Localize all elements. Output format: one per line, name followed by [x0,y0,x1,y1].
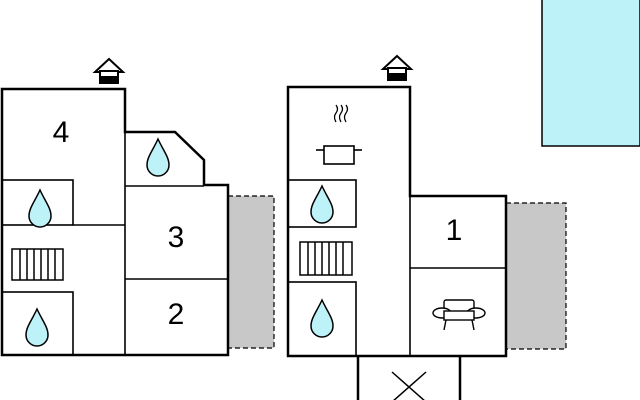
left-floor: 4 3 2 [0,57,230,357]
radiator-icon [11,248,64,281]
room-number-4: 4 [53,116,70,149]
crossed-box-icon [356,356,462,400]
bathroom-upper [287,179,357,228]
chimney-entrance-icon [92,57,126,84]
terrace-right [505,202,567,350]
right-floor: 1 [286,54,508,400]
water-drop-icon [28,188,52,228]
cooking-pot-icon [316,104,362,165]
room-number-2: 2 [168,298,185,331]
water-drop-icon [310,298,334,338]
room-number-1: 1 [446,214,463,247]
sofa-icon [432,299,486,331]
room-number-3: 3 [168,221,185,254]
left-floor-outline [0,87,230,357]
bathroom-lower [287,281,357,357]
pool [541,0,640,147]
water-drop-icon [25,307,49,347]
chimney-entrance-icon [380,54,414,81]
radiator-icon [299,241,353,276]
bathroom-lower [1,291,74,356]
water-drop-icon [146,137,170,177]
terrace-left [227,195,275,349]
water-drop-icon [310,184,334,224]
